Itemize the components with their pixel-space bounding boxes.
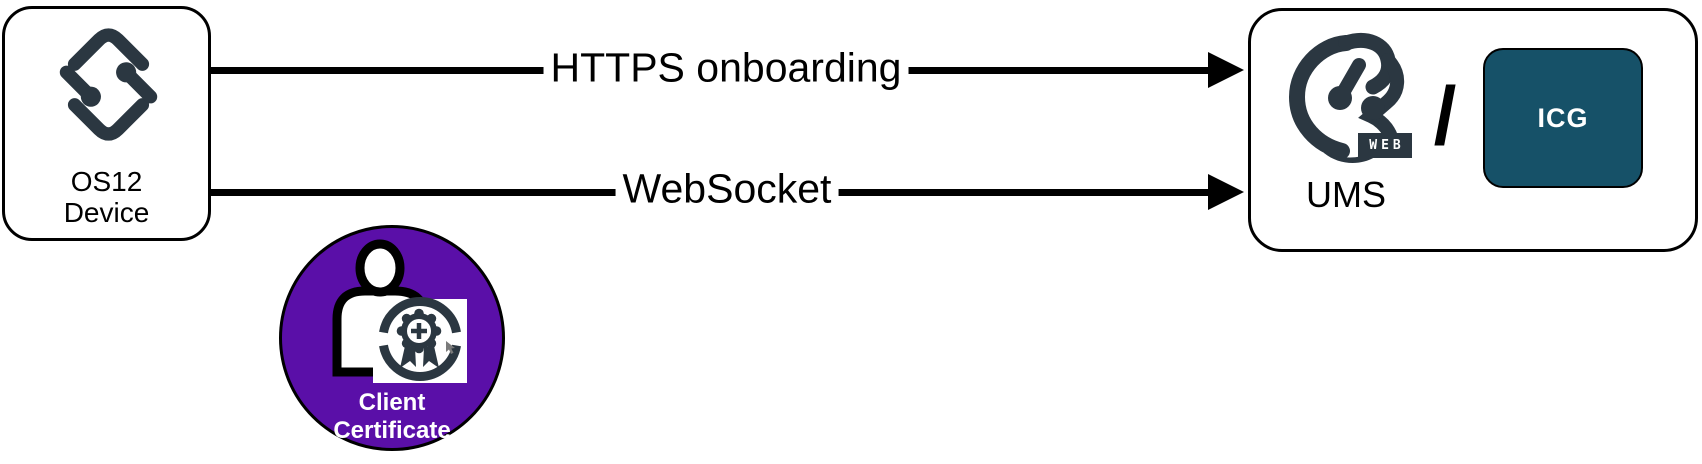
client-certificate-line1: Client [358, 389, 426, 416]
device-label-line2: Device [63, 197, 150, 228]
https-onboarding-label: HTTPS onboarding [543, 44, 909, 92]
os12-device-box: OS12 Device [2, 6, 211, 241]
os12-device-logo-icon [59, 28, 158, 141]
certificate-badge-icon [379, 297, 461, 381]
websocket-label: WebSocket [615, 165, 839, 213]
icg-box: ICG [1483, 48, 1643, 188]
icg-label: ICG [1537, 102, 1589, 133]
websocket-arrowhead-icon [1208, 174, 1244, 210]
client-certificate-circle: Client Certificate [279, 225, 505, 451]
mouse-cursor-icon [446, 341, 455, 354]
web-badge: WEB [1358, 133, 1412, 158]
slash-separator: / [1433, 71, 1457, 162]
person-certificate-icon [332, 239, 467, 383]
device-label-line1: OS12 [70, 166, 143, 197]
client-certificate-line2: Certificate [333, 417, 451, 444]
ums-icg-box: WEB UMS / ICG [1248, 8, 1698, 252]
device-label: OS12 Device [5, 166, 208, 228]
ums-label: UMS [1306, 174, 1386, 215]
client-certificate-label: Client Certificate [282, 389, 502, 445]
https-onboarding-arrowhead-icon [1208, 52, 1244, 88]
